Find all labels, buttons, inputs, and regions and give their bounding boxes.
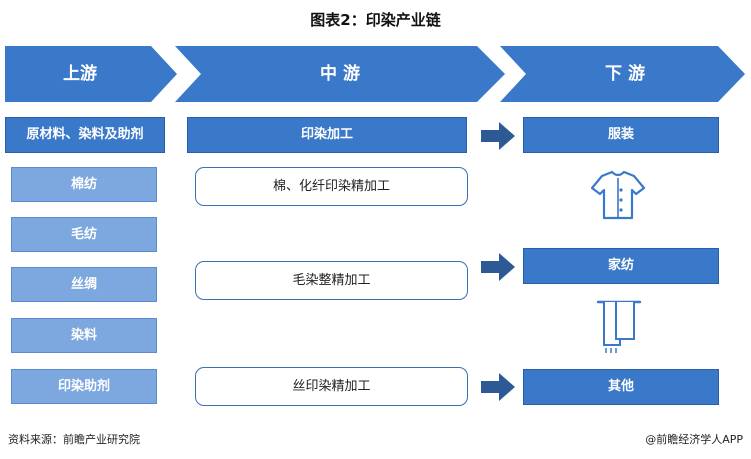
arrow-right-icon	[481, 122, 515, 150]
downstream-item-other: 其他	[523, 369, 719, 405]
upstream-item-silk: 丝绸	[11, 267, 157, 302]
midstream-item-silk-process: 丝印染精加工	[195, 367, 468, 406]
downstream-item-clothing: 服装	[523, 117, 719, 153]
stage-banner-upstream: 上游	[5, 46, 177, 102]
downstream-item-home-textile: 家纺	[523, 248, 719, 284]
stage-label-upstream: 上游	[63, 64, 97, 84]
page-title: 图表2：印染产业链	[310, 11, 441, 29]
clothing-icon	[588, 170, 648, 226]
arrow-right-icon	[481, 373, 515, 401]
midstream-item-cotton-process: 棉、化纤印染精加工	[195, 167, 468, 206]
chevron-shape	[500, 46, 745, 102]
chevron-shape	[175, 46, 505, 102]
stage-label-downstream: 下 游	[605, 64, 645, 84]
upstream-header-box: 原材料、染料及助剂	[5, 117, 165, 153]
upstream-item-auxiliary: 印染助剂	[11, 369, 157, 404]
stage-banner-midstream: 中 游	[175, 46, 505, 102]
towel-rack-icon	[596, 297, 642, 359]
chevron-shape	[5, 46, 177, 102]
midstream-header-box: 印染加工	[187, 117, 467, 153]
stage-banner-downstream: 下 游	[500, 46, 745, 102]
arrow-right-icon	[481, 253, 515, 281]
upstream-item-dye: 染料	[11, 318, 157, 353]
source-note: 资料来源：前瞻产业研究院	[8, 433, 140, 446]
midstream-item-wool-process: 毛染整精加工	[195, 261, 468, 300]
upstream-item-wool: 毛纺	[11, 217, 157, 252]
brand-credit: @前瞻经济学人APP	[645, 433, 743, 446]
stage-label-midstream: 中 游	[320, 64, 360, 84]
upstream-item-cotton: 棉纺	[11, 167, 157, 202]
